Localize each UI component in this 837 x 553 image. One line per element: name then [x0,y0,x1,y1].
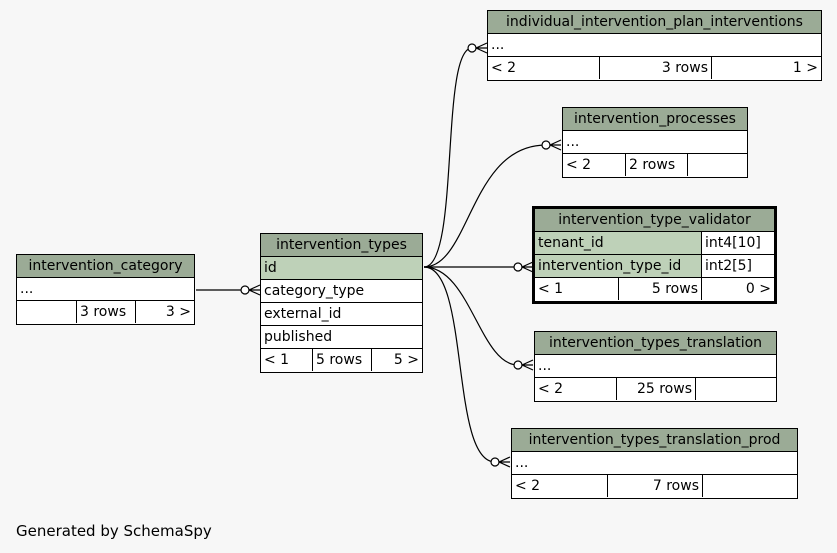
table-title[interactable]: individual_intervention_plan_interventio… [488,11,821,34]
crowsfoot-circle [541,140,551,150]
crowsfoot-circle [513,262,523,272]
nav-rows: 3 rows [77,301,136,323]
table-field-key: id [261,257,422,280]
table-field: category_type [261,280,422,303]
table-nav: < 2 7 rows [512,475,797,498]
nav-prev[interactable] [17,301,77,323]
nav-next[interactable]: 3 > [165,304,191,320]
crowsfoot-circle [513,360,523,370]
table-nav: < 2 2 rows [563,154,747,177]
nav-rows: 5 rows [313,349,372,371]
nav-next[interactable] [696,378,776,400]
table-intervention-type-validator[interactable]: intervention_type_validator tenant_id in… [532,206,777,304]
crowsfoot-icon [475,42,488,54]
field-type: int2[5] [702,255,774,277]
table-title[interactable]: intervention_types_translation_prod [512,429,797,452]
nav-prev[interactable]: < 2 [563,154,626,176]
table-title[interactable]: intervention_types_translation [535,332,776,355]
field-name: tenant_id [535,232,702,254]
table-nav: < 1 5 rows 0 > [535,278,774,301]
table-individual-intervention-plan-interventions[interactable]: individual_intervention_plan_interventio… [487,10,822,81]
nav-prev[interactable]: < 1 [535,278,619,300]
nav-prev[interactable]: < 2 [512,475,608,497]
table-field: ... [17,278,194,301]
field-type: int4[10] [702,232,774,254]
table-field: ... [535,355,776,378]
nav-next[interactable]: 0 > [745,281,771,297]
table-field: external_id [261,303,422,326]
nav-rows: 25 rows [617,378,696,400]
nav-rows: 2 rows [626,154,688,176]
edge-types-to-plan [423,47,473,268]
table-field: ... [488,34,821,57]
table-title[interactable]: intervention_types [261,234,422,257]
field-name: intervention_type_id [535,255,702,277]
table-field-key: intervention_type_id int2[5] [535,255,774,278]
edge-types-to-translation [423,266,519,366]
crowsfoot-icon [521,359,534,371]
table-nav: < 1 5 rows 5 > [261,349,422,372]
footer-generated-by: Generated by SchemaSpy [16,522,212,540]
nav-next[interactable] [703,475,797,497]
table-title[interactable]: intervention_type_validator [535,209,774,232]
crowsfoot-circle [240,285,250,295]
table-field: published [261,326,422,349]
table-title[interactable]: intervention_processes [563,108,747,131]
table-field: ... [563,131,747,154]
table-intervention-types-translation[interactable]: intervention_types_translation ... < 2 2… [534,331,777,402]
table-intervention-category[interactable]: intervention_category ... 3 rows 3 > [16,254,195,325]
table-nav: 3 rows 3 > [17,301,194,324]
crowsfoot-circle [467,43,477,53]
table-nav: < 2 3 rows 1 > [488,57,821,80]
nav-prev[interactable]: < 2 [488,57,600,79]
table-intervention-types[interactable]: intervention_types id category_type exte… [260,233,423,373]
edge-types-to-processes [423,144,547,268]
table-field-key: tenant_id int4[10] [535,232,774,255]
table-intervention-processes[interactable]: intervention_processes ... < 2 2 rows [562,107,748,178]
nav-rows: 5 rows [619,278,702,300]
crowsfoot-circle [490,457,500,467]
nav-next[interactable]: 1 > [792,60,818,76]
nav-prev[interactable]: < 2 [535,378,617,400]
edge-types-to-translation-prod [423,266,496,463]
crowsfoot-icon [521,261,534,273]
nav-rows: 7 rows [608,475,703,497]
table-field: ... [512,452,797,475]
nav-next[interactable] [688,154,747,176]
table-nav: < 2 25 rows [535,378,776,401]
crowsfoot-icon [248,284,261,296]
nav-rows: 3 rows [600,57,712,79]
crowsfoot-icon [498,456,511,468]
table-intervention-types-translation-prod[interactable]: intervention_types_translation_prod ... … [511,428,798,499]
table-title[interactable]: intervention_category [17,255,194,278]
crowsfoot-icon [549,139,562,151]
nav-prev[interactable]: < 1 [261,349,313,371]
nav-next[interactable]: 5 > [393,352,419,368]
